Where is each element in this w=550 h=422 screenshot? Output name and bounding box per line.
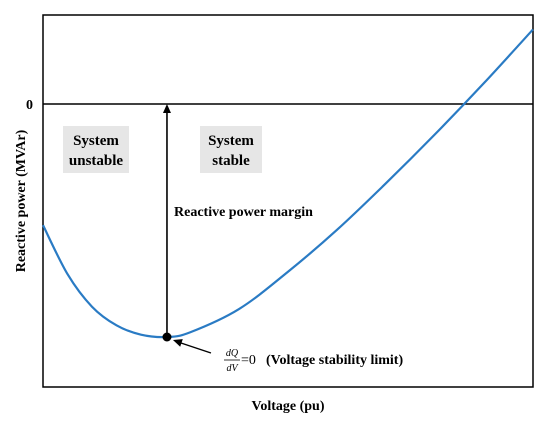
margin-label: Reactive power margin [174,205,313,220]
stability-limit-point [162,332,172,342]
y-tick-label-zero: 0 [26,98,33,113]
stable-label-line2: stable [212,153,250,169]
limit-label: (Voltage stability limit) [266,353,403,368]
dq-denominator: dV [226,363,239,374]
x-axis-label: Voltage (pu) [252,399,325,414]
plot-frame [42,14,534,388]
unstable-box [63,126,129,173]
unstable-label-line1: System [73,133,119,149]
pointer-arrow [177,341,212,354]
margin-arrowhead [162,104,171,113]
limit-equation: =0 [241,353,256,368]
stable-label-line1: System [208,133,254,149]
reactive-power-curve [42,28,534,339]
pointer-arrowhead [172,339,183,347]
y-axis-label: Reactive power (MVAr) [14,129,29,272]
stable-box [200,126,262,173]
dq-numerator: dQ [226,348,239,359]
unstable-label-line2: unstable [69,153,124,169]
